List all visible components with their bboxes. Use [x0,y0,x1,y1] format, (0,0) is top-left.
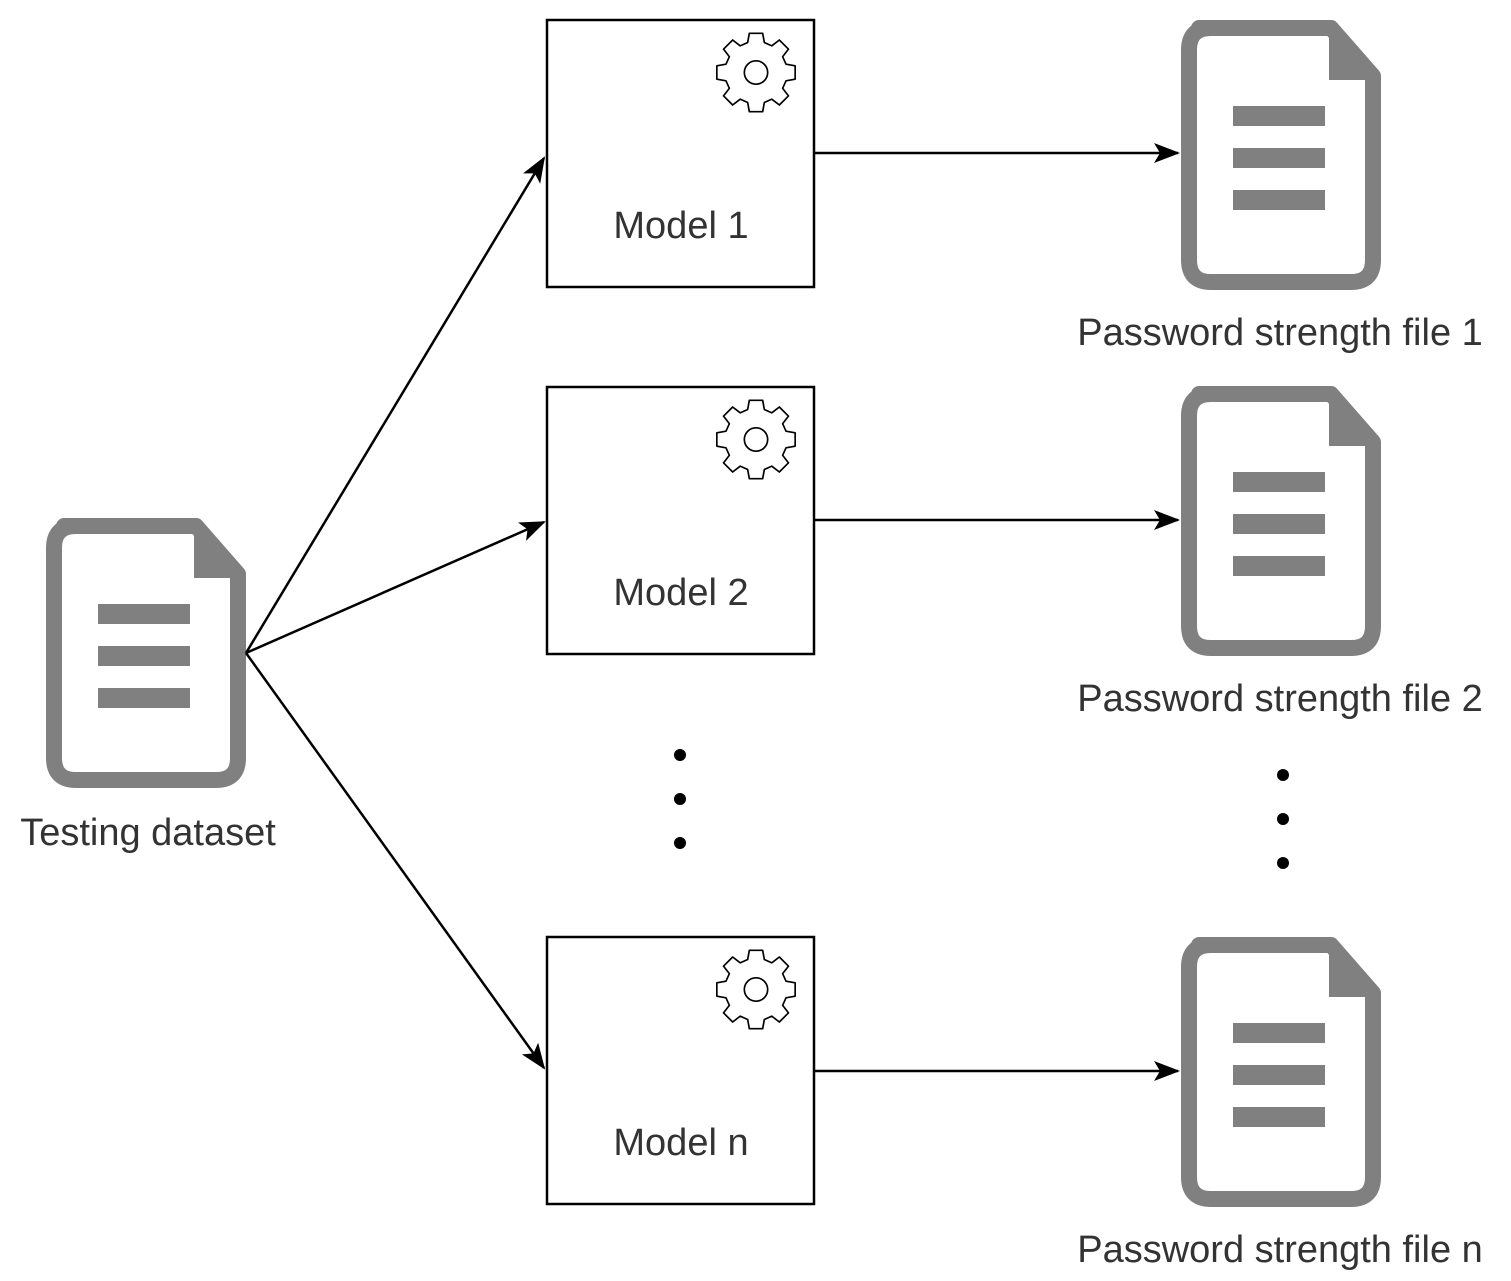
models-ellipsis [674,749,686,849]
model-n-label: Model n [613,1122,748,1164]
edge-dataset-to-model-n [244,652,546,1070]
testing-dataset-label: Testing dataset [20,812,276,854]
testing-dataset-node: Testing dataset [20,518,276,854]
edge-dataset-to-model-1 [244,156,546,654]
document-icon [1189,937,1381,1199]
model-n-node: Model n [545,935,816,1206]
password-strength-file-2-label: Password strength file 2 [1077,678,1483,720]
password-strength-file-n-label: Password strength file n [1077,1229,1483,1271]
gear-icon [715,399,797,480]
gear-icon [715,32,797,113]
document-icon [1189,386,1381,648]
password-strength-file-1-node: Password strength file 1 [1077,20,1483,354]
password-strength-file-1-label: Password strength file 1 [1077,312,1483,354]
model-1-node: Model 1 [545,18,816,289]
outputs-ellipsis [1277,769,1289,869]
edge-dataset-to-model-2 [245,520,546,655]
model-2-node: Model 2 [545,385,816,656]
password-strength-file-n-node: Password strength file n [1077,937,1483,1271]
gear-icon [715,949,797,1030]
password-strength-file-2-node: Password strength file 2 [1077,386,1483,720]
document-icon [54,518,246,780]
document-icon [1189,20,1381,282]
model-2-label: Model 2 [613,572,748,614]
model-1-label: Model 1 [613,205,748,247]
